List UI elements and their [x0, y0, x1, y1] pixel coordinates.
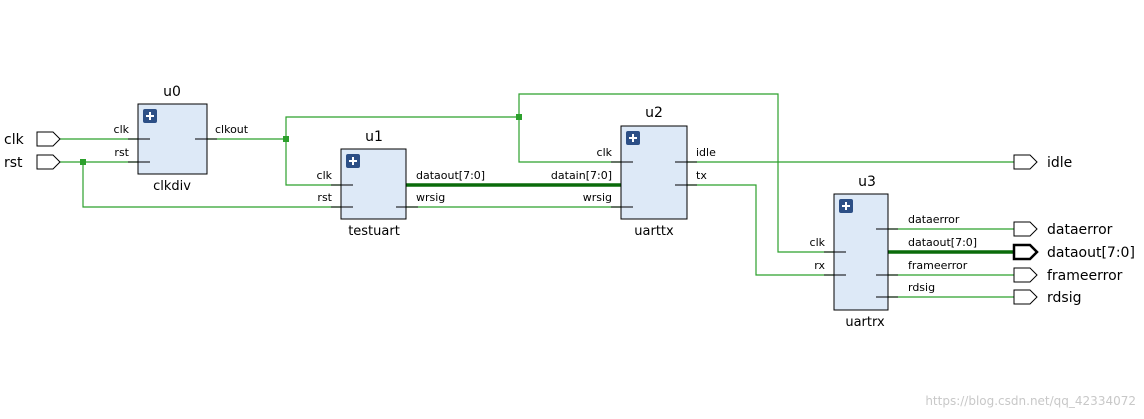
- pin-label-clk: clk: [597, 146, 613, 159]
- pin-label-wrsig: wrsig: [416, 191, 445, 204]
- port-label-clk: clk: [4, 132, 25, 148]
- type-label-uartrx: uartrx: [845, 315, 885, 330]
- wire-tx: [687, 184, 834, 276]
- plus-icon: [349, 157, 357, 165]
- pin-label-wrsig: wrsig: [583, 191, 612, 204]
- output-port-frameerror[interactable]: frameerror: [1013, 267, 1123, 284]
- output-port-rdsig[interactable]: rdsig: [1013, 289, 1081, 306]
- output-port-icon[interactable]: [1013, 221, 1038, 237]
- output-port-dataout[interactable]: dataout[7:0]: [1012, 243, 1135, 261]
- plus-icon: [842, 202, 850, 210]
- pin-label-datain: datain[7:0]: [551, 169, 612, 182]
- pin-label-clk: clk: [114, 123, 130, 136]
- output-port-idle[interactable]: idle: [1013, 154, 1072, 171]
- input-port-icon[interactable]: [36, 131, 61, 147]
- port-label-dataout: dataout[7:0]: [1047, 245, 1135, 261]
- output-port-icon[interactable]: [1013, 154, 1038, 170]
- pin-label-clkout: clkout: [215, 123, 249, 136]
- instance-label-u0: u0: [163, 84, 181, 100]
- block-u3[interactable]: clk rx dataerror dataout[7:0] frameerror…: [810, 174, 978, 330]
- pin-label-dataout: dataout[7:0]: [416, 169, 485, 182]
- plus-icon: [629, 134, 637, 142]
- instance-label-u2: u2: [645, 105, 663, 121]
- pin-label-clk: clk: [810, 236, 826, 249]
- block-u0[interactable]: clk rst clkout u0 clkdiv: [114, 84, 249, 194]
- pin-label-dataerror: dataerror: [908, 213, 960, 226]
- output-port-icon[interactable]: [1013, 289, 1038, 305]
- port-label-rdsig: rdsig: [1047, 290, 1081, 306]
- junction-clkout-2: [516, 114, 522, 120]
- type-label-clkdiv: clkdiv: [153, 179, 191, 194]
- output-port-icon[interactable]: [1013, 267, 1038, 283]
- input-port-icon[interactable]: [36, 154, 61, 170]
- watermark: https://blog.csdn.net/qq_42334072: [925, 394, 1136, 408]
- pin-label-idle: idle: [696, 146, 716, 159]
- block-u2[interactable]: clk datain[7:0] wrsig idle tx u2 uarttx: [551, 105, 716, 239]
- pin-label-tx: tx: [696, 169, 707, 182]
- instance-label-u3: u3: [858, 174, 876, 190]
- pin-label-rst: rst: [114, 146, 129, 159]
- junction-rst: [80, 159, 86, 165]
- pin-label-rdsig: rdsig: [908, 281, 935, 294]
- plus-icon: [146, 112, 154, 120]
- port-label-frameerror: frameerror: [1047, 268, 1123, 284]
- input-port-rst[interactable]: rst: [4, 154, 61, 171]
- port-label-dataerror: dataerror: [1047, 222, 1113, 238]
- wire-clkout-to-u2: [518, 117, 621, 163]
- wire-rst-branch: [82, 162, 341, 208]
- output-bus-port-icon[interactable]: [1012, 243, 1039, 261]
- pin-label-dataout: dataout[7:0]: [908, 236, 977, 249]
- instance-label-u1: u1: [365, 129, 383, 145]
- wire-clkout-up: [285, 116, 519, 139]
- wires: [60, 93, 1014, 298]
- wire-clkout-to-u1: [285, 139, 341, 186]
- junction-clkout: [283, 136, 289, 142]
- port-label-idle: idle: [1047, 155, 1072, 171]
- wire-clkout-to-u3: [518, 93, 834, 253]
- block-u1[interactable]: clk rst dataout[7:0] wrsig u1 testuart: [317, 129, 486, 239]
- port-label-rst: rst: [4, 155, 23, 171]
- pin-label-frameerror: frameerror: [908, 259, 968, 272]
- pin-label-rst: rst: [317, 191, 332, 204]
- type-label-uarttx: uarttx: [634, 224, 674, 239]
- output-port-dataerror[interactable]: dataerror: [1013, 221, 1113, 238]
- input-port-clk[interactable]: clk: [4, 131, 61, 148]
- pin-label-rx: rx: [814, 259, 825, 272]
- type-label-testuart: testuart: [348, 224, 400, 239]
- pin-label-clk: clk: [317, 169, 333, 182]
